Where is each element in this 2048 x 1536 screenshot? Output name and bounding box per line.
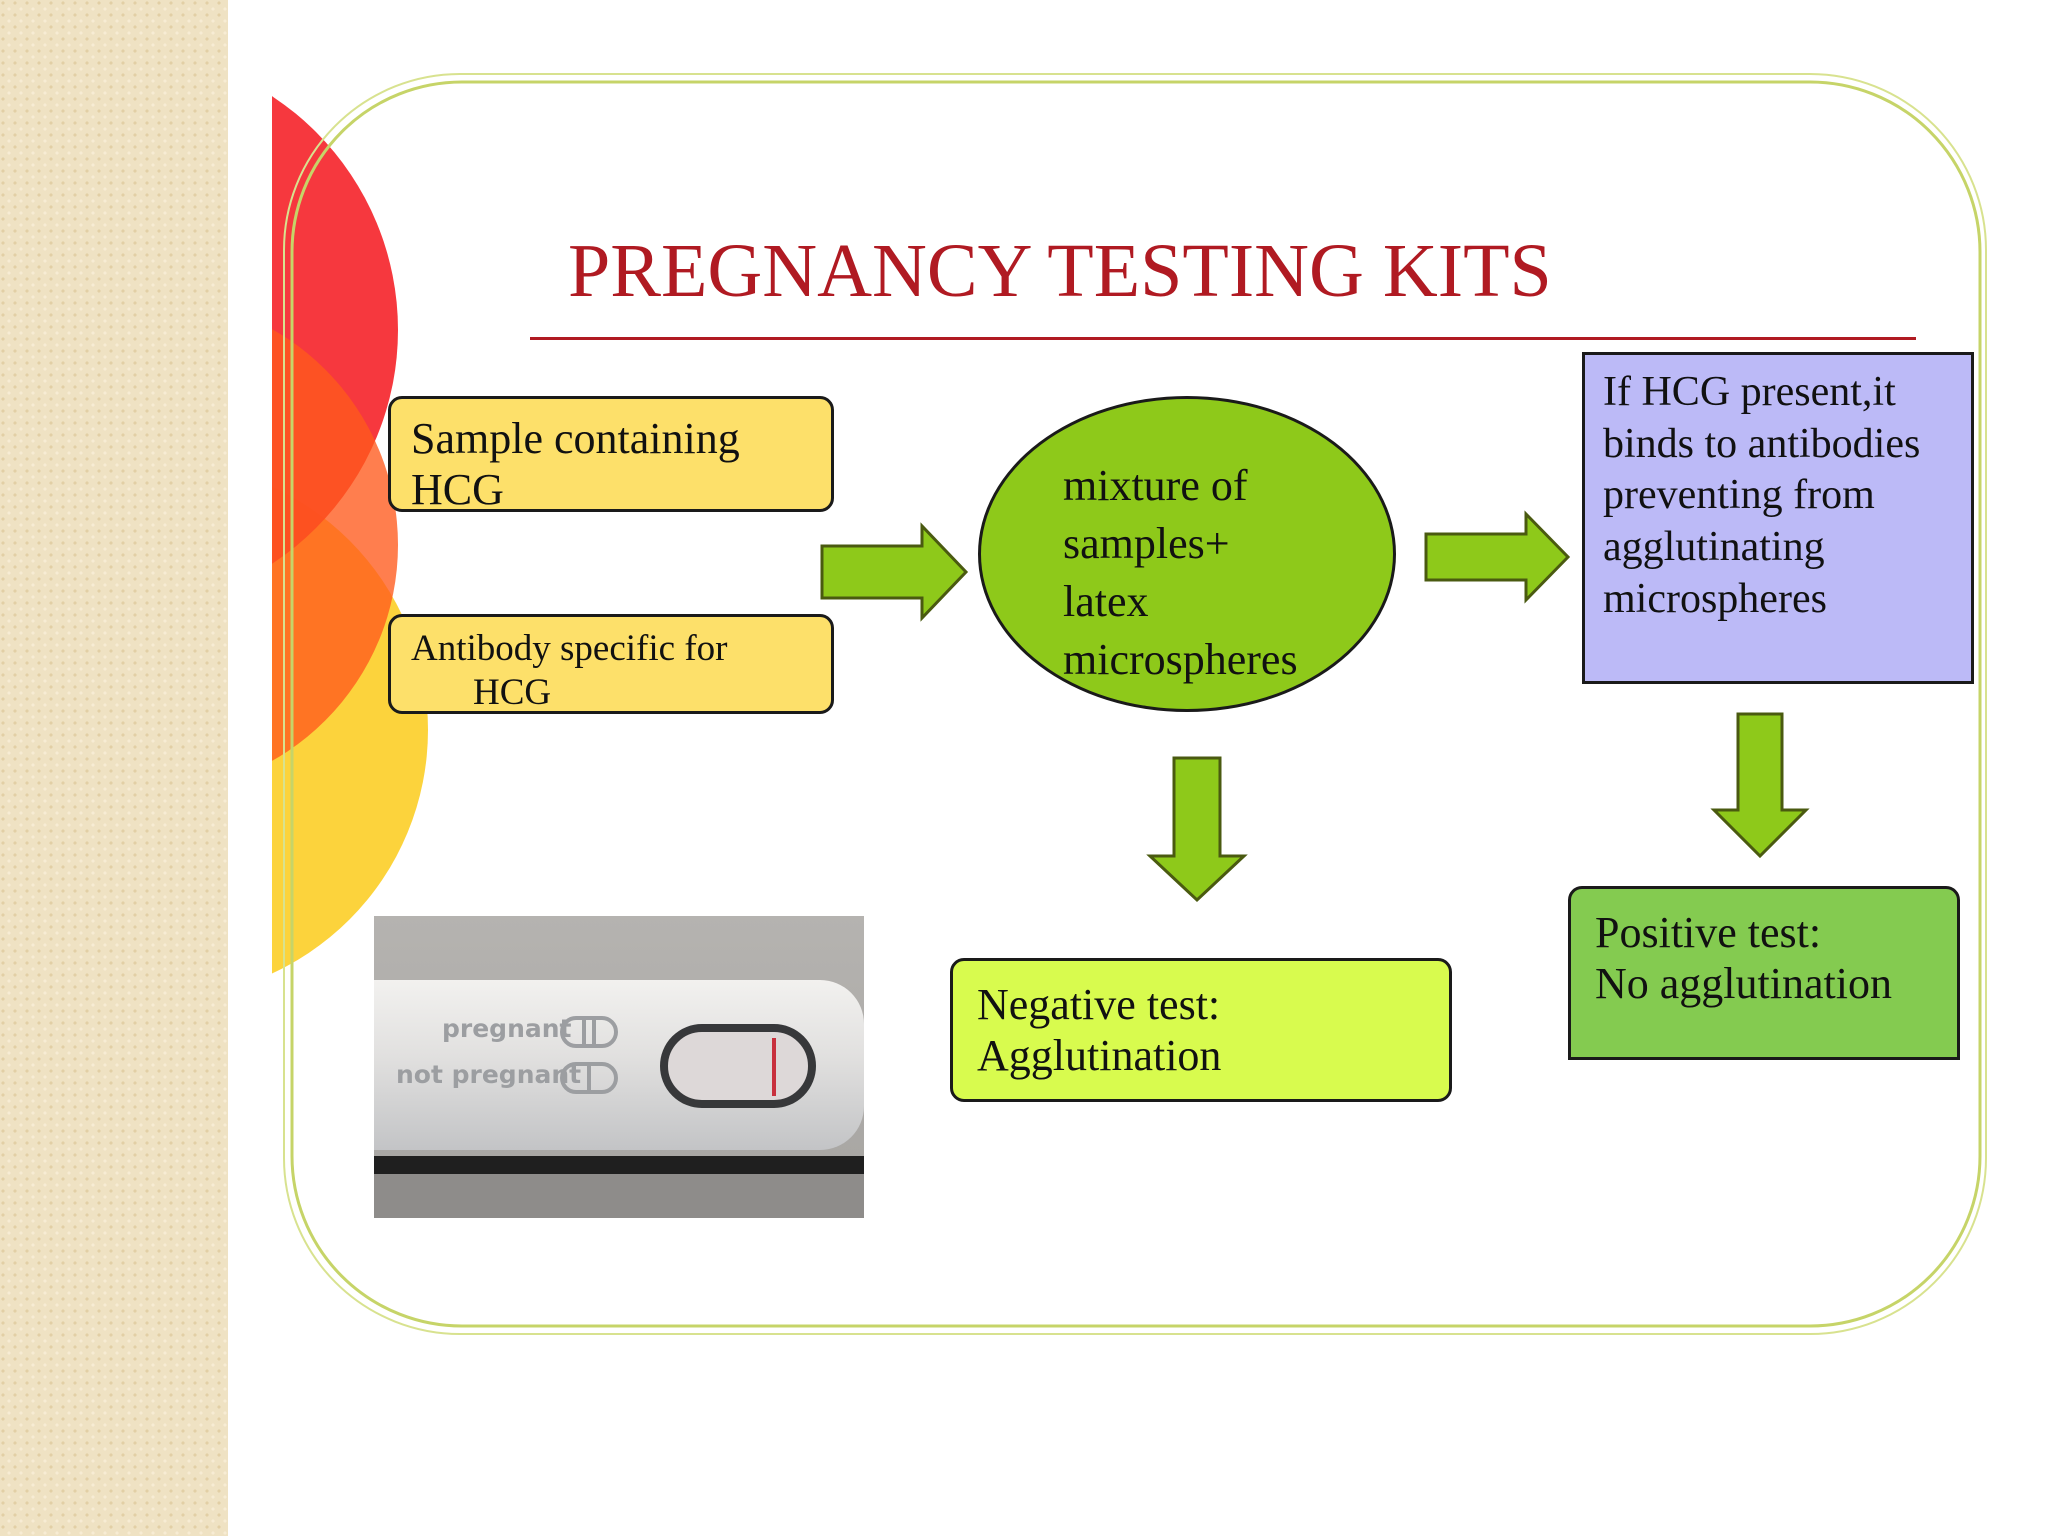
textured-side-strip [0, 0, 228, 1536]
title-underline [530, 337, 1916, 340]
node-antibody-specific: Antibody specific for HCG [388, 614, 834, 714]
node-sample-containing-hcg: Sample containing HCG [388, 396, 834, 515]
ellipse-text: mixture of samples+ latex microspheres [1063, 457, 1393, 689]
node-text-line: microspheres [1603, 575, 1827, 622]
result-line [772, 1038, 776, 1096]
node-text-line: HCG [411, 465, 504, 515]
node-text-line: Antibody specific for [411, 628, 728, 669]
node-text-line: No agglutination [1595, 959, 1892, 1009]
node-text-line: preventing from [1603, 472, 1875, 519]
outer-frame-line [290, 80, 1982, 1328]
stick-shadow [374, 1156, 864, 1174]
pregnancy-test-photo: pregnant not pregnant [374, 916, 864, 1218]
node-text-line: binds to antibodies [1603, 420, 1921, 467]
label-not-pregnant: not pregnant [396, 1060, 582, 1089]
outer-frame-line-2 [283, 73, 1987, 1335]
node-text-line: Negative test: [977, 980, 1221, 1029]
arrow-right-1 [820, 522, 969, 622]
two-lines-symbol-icon [560, 1016, 618, 1048]
node-text-line: Sample containing [411, 414, 740, 463]
node-hcg-binding: If HCG present,it binds to antibodies pr… [1582, 352, 1974, 684]
one-line-symbol-icon [560, 1062, 618, 1094]
node-mixture-ellipse: mixture of samples+ latex microspheres [978, 396, 1396, 712]
node-text-line: Positive test: [1595, 908, 1822, 957]
label-pregnant: pregnant [442, 1014, 572, 1043]
arrow-down-2 [1710, 712, 1810, 859]
node-text-line: microspheres [1063, 635, 1298, 685]
node-text-line: agglutinating [1603, 523, 1825, 570]
arrow-down-1 [1146, 756, 1248, 903]
node-negative-test: Negative test: Agglutination [950, 958, 1452, 1102]
photo-background [374, 1174, 864, 1218]
node-text-line: Agglutination [977, 1031, 1222, 1081]
node-positive-test: Positive test: No agglutination [1568, 886, 1960, 1060]
node-text-line: mixture of [1063, 461, 1248, 510]
result-window [660, 1024, 816, 1108]
node-text-line: If HCG present,it [1603, 369, 1896, 415]
slide-title: PREGNANCY TESTING KITS [568, 229, 1552, 313]
decorative-circles [272, 96, 428, 974]
arrow-right-2 [1424, 510, 1571, 604]
node-text-line: samples+ [1063, 519, 1230, 569]
node-text-line: HCG [473, 672, 552, 714]
node-text-line: latex [1063, 577, 1149, 627]
